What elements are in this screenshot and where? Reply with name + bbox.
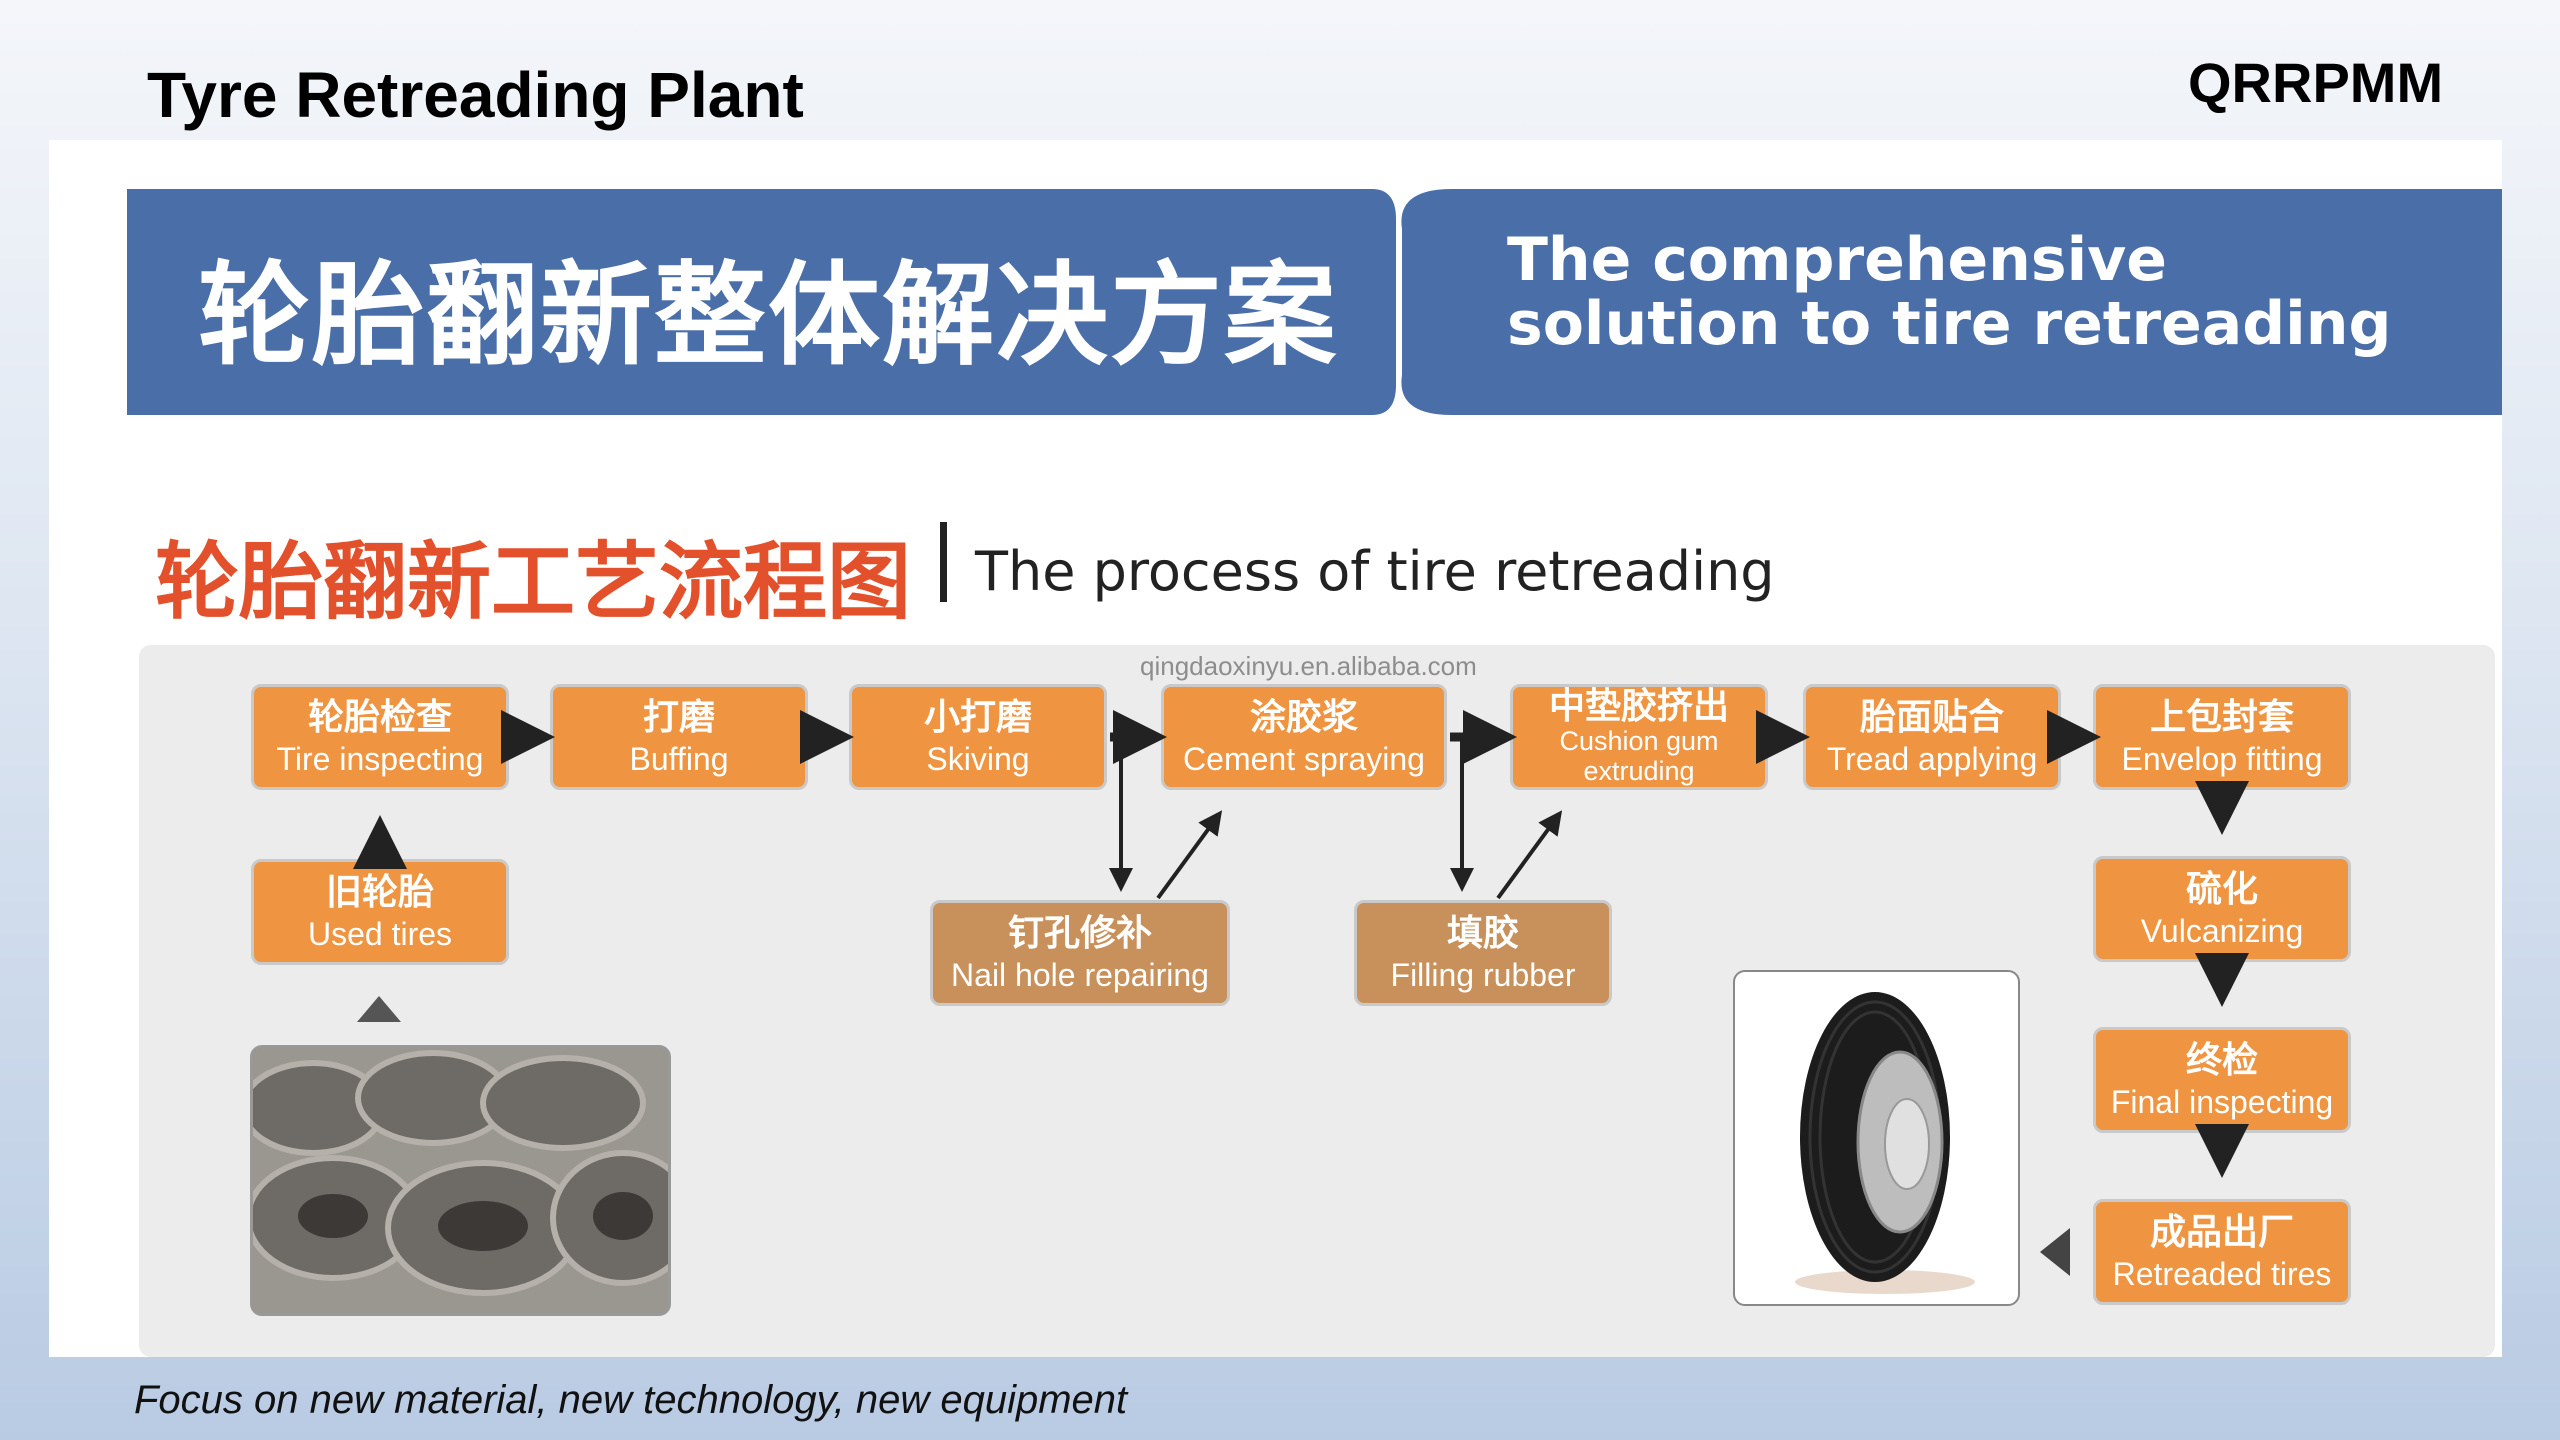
section-heading-en: The process of tire retreading xyxy=(975,540,1775,603)
step-en: Nail hole repairing xyxy=(951,957,1209,993)
watermark: qingdaoxinyu.en.alibaba.com xyxy=(1140,651,1477,681)
used-tires-photo xyxy=(250,1045,671,1316)
banner-en-title: The comprehensive solution to tire retre… xyxy=(1507,228,2391,356)
step-en: Buffing xyxy=(629,741,729,777)
retreaded-tire-image xyxy=(1795,992,1975,1294)
step-en: Cement spraying xyxy=(1183,741,1425,777)
step-cn: 打磨 xyxy=(642,697,715,738)
retreaded-tire-photo xyxy=(1733,970,2020,1306)
step-en: Final inspecting xyxy=(2110,1084,2334,1120)
used-tires-image xyxy=(253,1048,668,1313)
banner-en-line1: The comprehensive xyxy=(1507,225,2167,295)
step-cn: 硫化 xyxy=(2185,869,2258,910)
step-en: Tread applying xyxy=(1826,741,2038,777)
step-cn: 钉孔修补 xyxy=(1007,913,1152,954)
step-en: Tire inspecting xyxy=(276,741,484,777)
step-cn: 成品出厂 xyxy=(2149,1212,2294,1253)
step-en: Skiving xyxy=(926,741,1030,777)
page-title: Tyre Retreading Plant xyxy=(147,59,804,131)
step-en: Cushion gum extruding xyxy=(1559,726,1719,786)
step-cn: 终检 xyxy=(2185,1040,2258,1081)
banner-en-line2: solution to tire retreading xyxy=(1507,289,2392,359)
step-en: Retreaded tires xyxy=(2112,1256,2332,1292)
step-cn: 胎面贴合 xyxy=(1859,697,2004,738)
step-cn: 中垫胶挤出 xyxy=(1548,686,1729,727)
step-cn: 涂胶浆 xyxy=(1249,697,1358,738)
step-en: Used tires xyxy=(307,916,453,952)
step-cn: 旧轮胎 xyxy=(325,872,434,913)
banner xyxy=(127,189,2502,415)
step-en: Envelop fitting xyxy=(2121,741,2323,777)
banner-cn-title: 轮胎翻新整体解决方案 xyxy=(198,251,1338,381)
step-en: Filling rubber xyxy=(1390,957,1576,993)
step-cn: 上包封套 xyxy=(2149,697,2294,738)
step-cn: 小打磨 xyxy=(923,697,1032,738)
heading-divider xyxy=(940,522,947,602)
section-heading-cn: 轮胎翻新工艺流程图 xyxy=(155,533,912,631)
step-cn: 填胶 xyxy=(1446,913,1519,954)
brand-logo: QRRPMM xyxy=(2188,51,2444,114)
footer-tagline: Focus on new material, new technology, n… xyxy=(134,1378,1128,1422)
step-en: Vulcanizing xyxy=(2140,913,2304,949)
step-cn: 轮胎检查 xyxy=(307,697,452,738)
